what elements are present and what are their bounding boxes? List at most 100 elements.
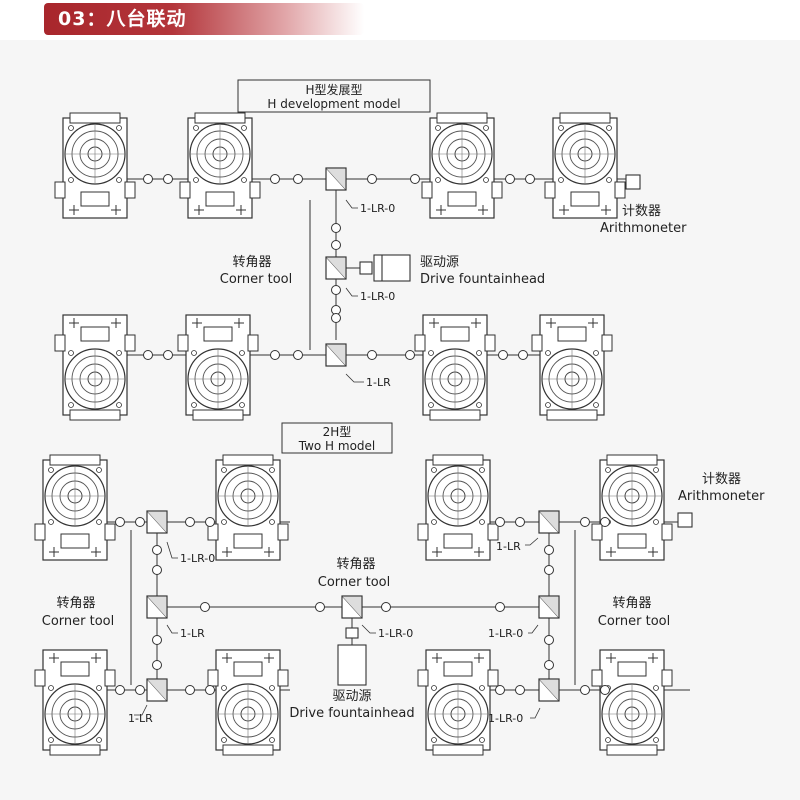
gearbox-h-top-4 <box>544 112 626 219</box>
coupling-33 <box>205 685 215 695</box>
corner-tool-label-cn-h: 转角器 <box>232 255 271 270</box>
coupling-24 <box>185 517 195 527</box>
corner-tool-label-cn-2h-right: 转角器 <box>612 596 651 611</box>
coupling-43 <box>544 565 554 575</box>
corner-tool-group <box>146 167 560 702</box>
counter-label-en-h: Arithmoneter <box>600 221 687 236</box>
corner-tool-2h-left-mid <box>146 595 168 619</box>
coupling-38 <box>152 545 162 555</box>
coupling-13 <box>367 350 377 360</box>
gearbox-h-top-1 <box>54 112 136 219</box>
corner-tool-2h-right-bottom <box>538 678 560 702</box>
gearbox-h-bottom-1 <box>54 314 136 421</box>
gearbox-2h-top-1 <box>34 454 116 561</box>
coupling-2 <box>163 174 173 184</box>
coupling-29 <box>600 517 610 527</box>
drive-label-en-h: Drive fountainhead <box>420 272 545 287</box>
coupling-28 <box>580 517 590 527</box>
label-2h-left-bottom: 1-LR <box>128 712 153 725</box>
coupling-15 <box>498 350 508 360</box>
coupling-30 <box>115 685 125 695</box>
page-title: 03：八台联动 <box>58 8 187 30</box>
coupling-27 <box>515 517 525 527</box>
corner-tool-h-mid <box>325 256 347 280</box>
corner-tool-2h-right-top <box>538 510 560 534</box>
gearbox-h-bottom-4 <box>531 314 613 421</box>
drive-label-cn-2h: 驱动源 <box>332 689 371 704</box>
corner-tool-label-en-2h-center: Corner tool <box>318 575 390 590</box>
coupling-17 <box>331 223 341 233</box>
counter-label-cn-2h: 计数器 <box>702 472 741 487</box>
coupling-1 <box>143 174 153 184</box>
gearbox-2h-top-2 <box>207 454 289 561</box>
counter-label-en-2h: Arithmoneter <box>678 489 765 504</box>
coupling-31 <box>135 685 145 695</box>
gearbox-2h-top-3 <box>417 454 499 561</box>
gearbox-h-top-2 <box>179 112 261 219</box>
h-model-title-en: H development model <box>267 97 400 111</box>
corner-tool-h-bottom <box>325 343 347 367</box>
coupling-22 <box>115 517 125 527</box>
coupling-10 <box>163 350 173 360</box>
two-h-model-title-box <box>281 422 393 454</box>
coupling-48 <box>381 602 391 612</box>
label-2h-right-mid: 1-LR-0 <box>488 627 523 640</box>
gearbox-2h-bottom-4 <box>591 649 673 756</box>
corner-tool-label-cn-2h-left: 转角器 <box>56 596 95 611</box>
coupling-39 <box>152 565 162 575</box>
label-2h-right-bottom: 1-LR-0 <box>488 712 523 725</box>
label-2h-right-top: 1-LR <box>496 540 521 553</box>
coupling-46 <box>200 602 210 612</box>
corner-tool-2h-left-bottom <box>146 678 168 702</box>
gearbox-2h-bottom-1 <box>34 649 116 756</box>
gearbox-2h-bottom-3 <box>417 649 499 756</box>
coupling-42 <box>544 545 554 555</box>
two-h-model-title-cn: 2H型 <box>323 425 352 439</box>
coupling-6 <box>410 174 420 184</box>
coupling-19 <box>331 285 341 295</box>
corner-tool-2h-center <box>341 595 363 619</box>
coupling-45 <box>544 660 554 670</box>
coupling-34 <box>495 685 505 695</box>
coupling-9 <box>143 350 153 360</box>
coupling-14 <box>405 350 415 360</box>
label-2h-left-top: 1-LR-0 <box>180 552 215 565</box>
gearbox-2h-top-4 <box>591 454 673 561</box>
coupling-5 <box>367 174 377 184</box>
drive-motor-2h <box>337 627 367 686</box>
coupling-37 <box>600 685 610 695</box>
coupling-16 <box>518 350 528 360</box>
coupling-18 <box>331 240 341 250</box>
coupling-44 <box>544 635 554 645</box>
coupling-3 <box>270 174 280 184</box>
h-model-title-box <box>237 79 431 113</box>
label-1-lr-0-top: 1-LR-0 <box>360 202 395 215</box>
drive-motor-h <box>359 254 411 282</box>
counter-box-2h <box>677 512 693 528</box>
coupling-26 <box>495 517 505 527</box>
corner-tool-2h-right-mid <box>538 595 560 619</box>
coupling-group <box>115 174 610 695</box>
counter-label-cn-h: 计数器 <box>622 204 661 219</box>
drive-label-en-2h: Drive fountainhead <box>289 706 414 721</box>
coupling-4 <box>293 174 303 184</box>
coupling-47 <box>315 602 325 612</box>
label-2h-left-mid: 1-LR <box>180 627 205 640</box>
coupling-36 <box>580 685 590 695</box>
coupling-12 <box>293 350 303 360</box>
h-model-title-cn: H型发展型 <box>305 82 362 97</box>
coupling-21 <box>331 313 341 323</box>
coupling-49 <box>495 602 505 612</box>
coupling-40 <box>152 635 162 645</box>
coupling-11 <box>270 350 280 360</box>
coupling-7 <box>505 174 515 184</box>
coupling-35 <box>515 685 525 695</box>
gearbox-2h-bottom-2 <box>207 649 289 756</box>
label-1-lr-bottom: 1-LR <box>366 376 391 389</box>
gearbox-h-bottom-2 <box>177 314 259 421</box>
counter-box-h <box>625 174 641 190</box>
gearbox-h-top-3 <box>421 112 503 219</box>
coupling-25 <box>205 517 215 527</box>
corner-tool-label-cn-2h-center: 转角器 <box>336 557 375 572</box>
gearbox-h-bottom-3 <box>414 314 496 421</box>
